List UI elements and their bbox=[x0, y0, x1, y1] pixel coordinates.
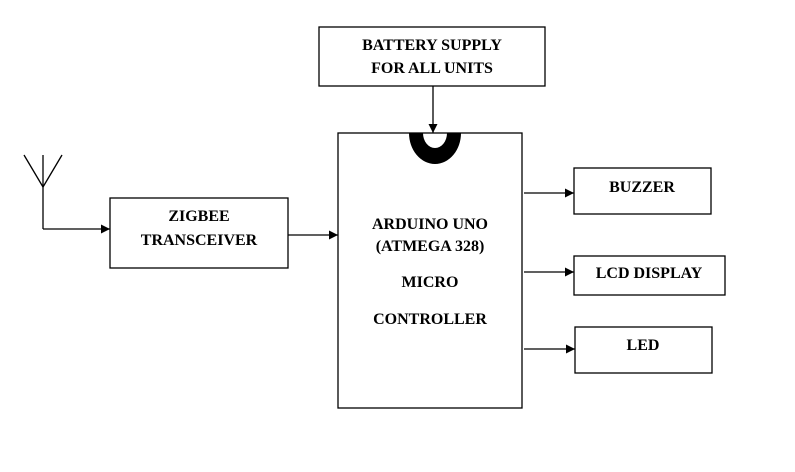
led-label: LED bbox=[627, 337, 660, 354]
led-box bbox=[574, 326, 713, 374]
controller-label-line3: MICRO bbox=[402, 274, 459, 291]
zigbee-label-line2: TRANSCEIVER bbox=[141, 232, 258, 249]
led-block: LED bbox=[574, 326, 713, 374]
buzzer-label: BUZZER bbox=[609, 179, 675, 196]
lcd-display-box bbox=[573, 255, 726, 296]
antenna-icon bbox=[23, 154, 63, 229]
controller-label-line4: CONTROLLER bbox=[373, 311, 487, 328]
zigbee-label-line1: ZIGBEE bbox=[168, 208, 229, 225]
zigbee-transceiver-block: ZIGBEE TRANSCEIVER bbox=[109, 197, 289, 269]
battery-supply-box bbox=[318, 26, 546, 87]
battery-supply-block: BATTERY SUPPLY FOR ALL UNITS bbox=[318, 26, 546, 87]
lcd-display-block: LCD DISPLAY bbox=[573, 255, 726, 296]
battery-supply-label-line1: BATTERY SUPPLY bbox=[362, 37, 502, 54]
buzzer-box bbox=[573, 167, 712, 215]
chip-notch-icon bbox=[409, 133, 461, 164]
microcontroller-box bbox=[337, 132, 523, 409]
controller-label-line2: (ATMEGA 328) bbox=[376, 238, 485, 255]
controller-label-line1: ARDUINO UNO bbox=[372, 216, 488, 233]
microcontroller-block: ARDUINO UNO (ATMEGA 328) MICRO CONTROLLE… bbox=[337, 132, 523, 409]
buzzer-block: BUZZER bbox=[573, 167, 712, 215]
zigbee-transceiver-box bbox=[109, 197, 289, 269]
lcd-display-label: LCD DISPLAY bbox=[596, 265, 703, 282]
battery-supply-label-line2: FOR ALL UNITS bbox=[371, 60, 493, 77]
